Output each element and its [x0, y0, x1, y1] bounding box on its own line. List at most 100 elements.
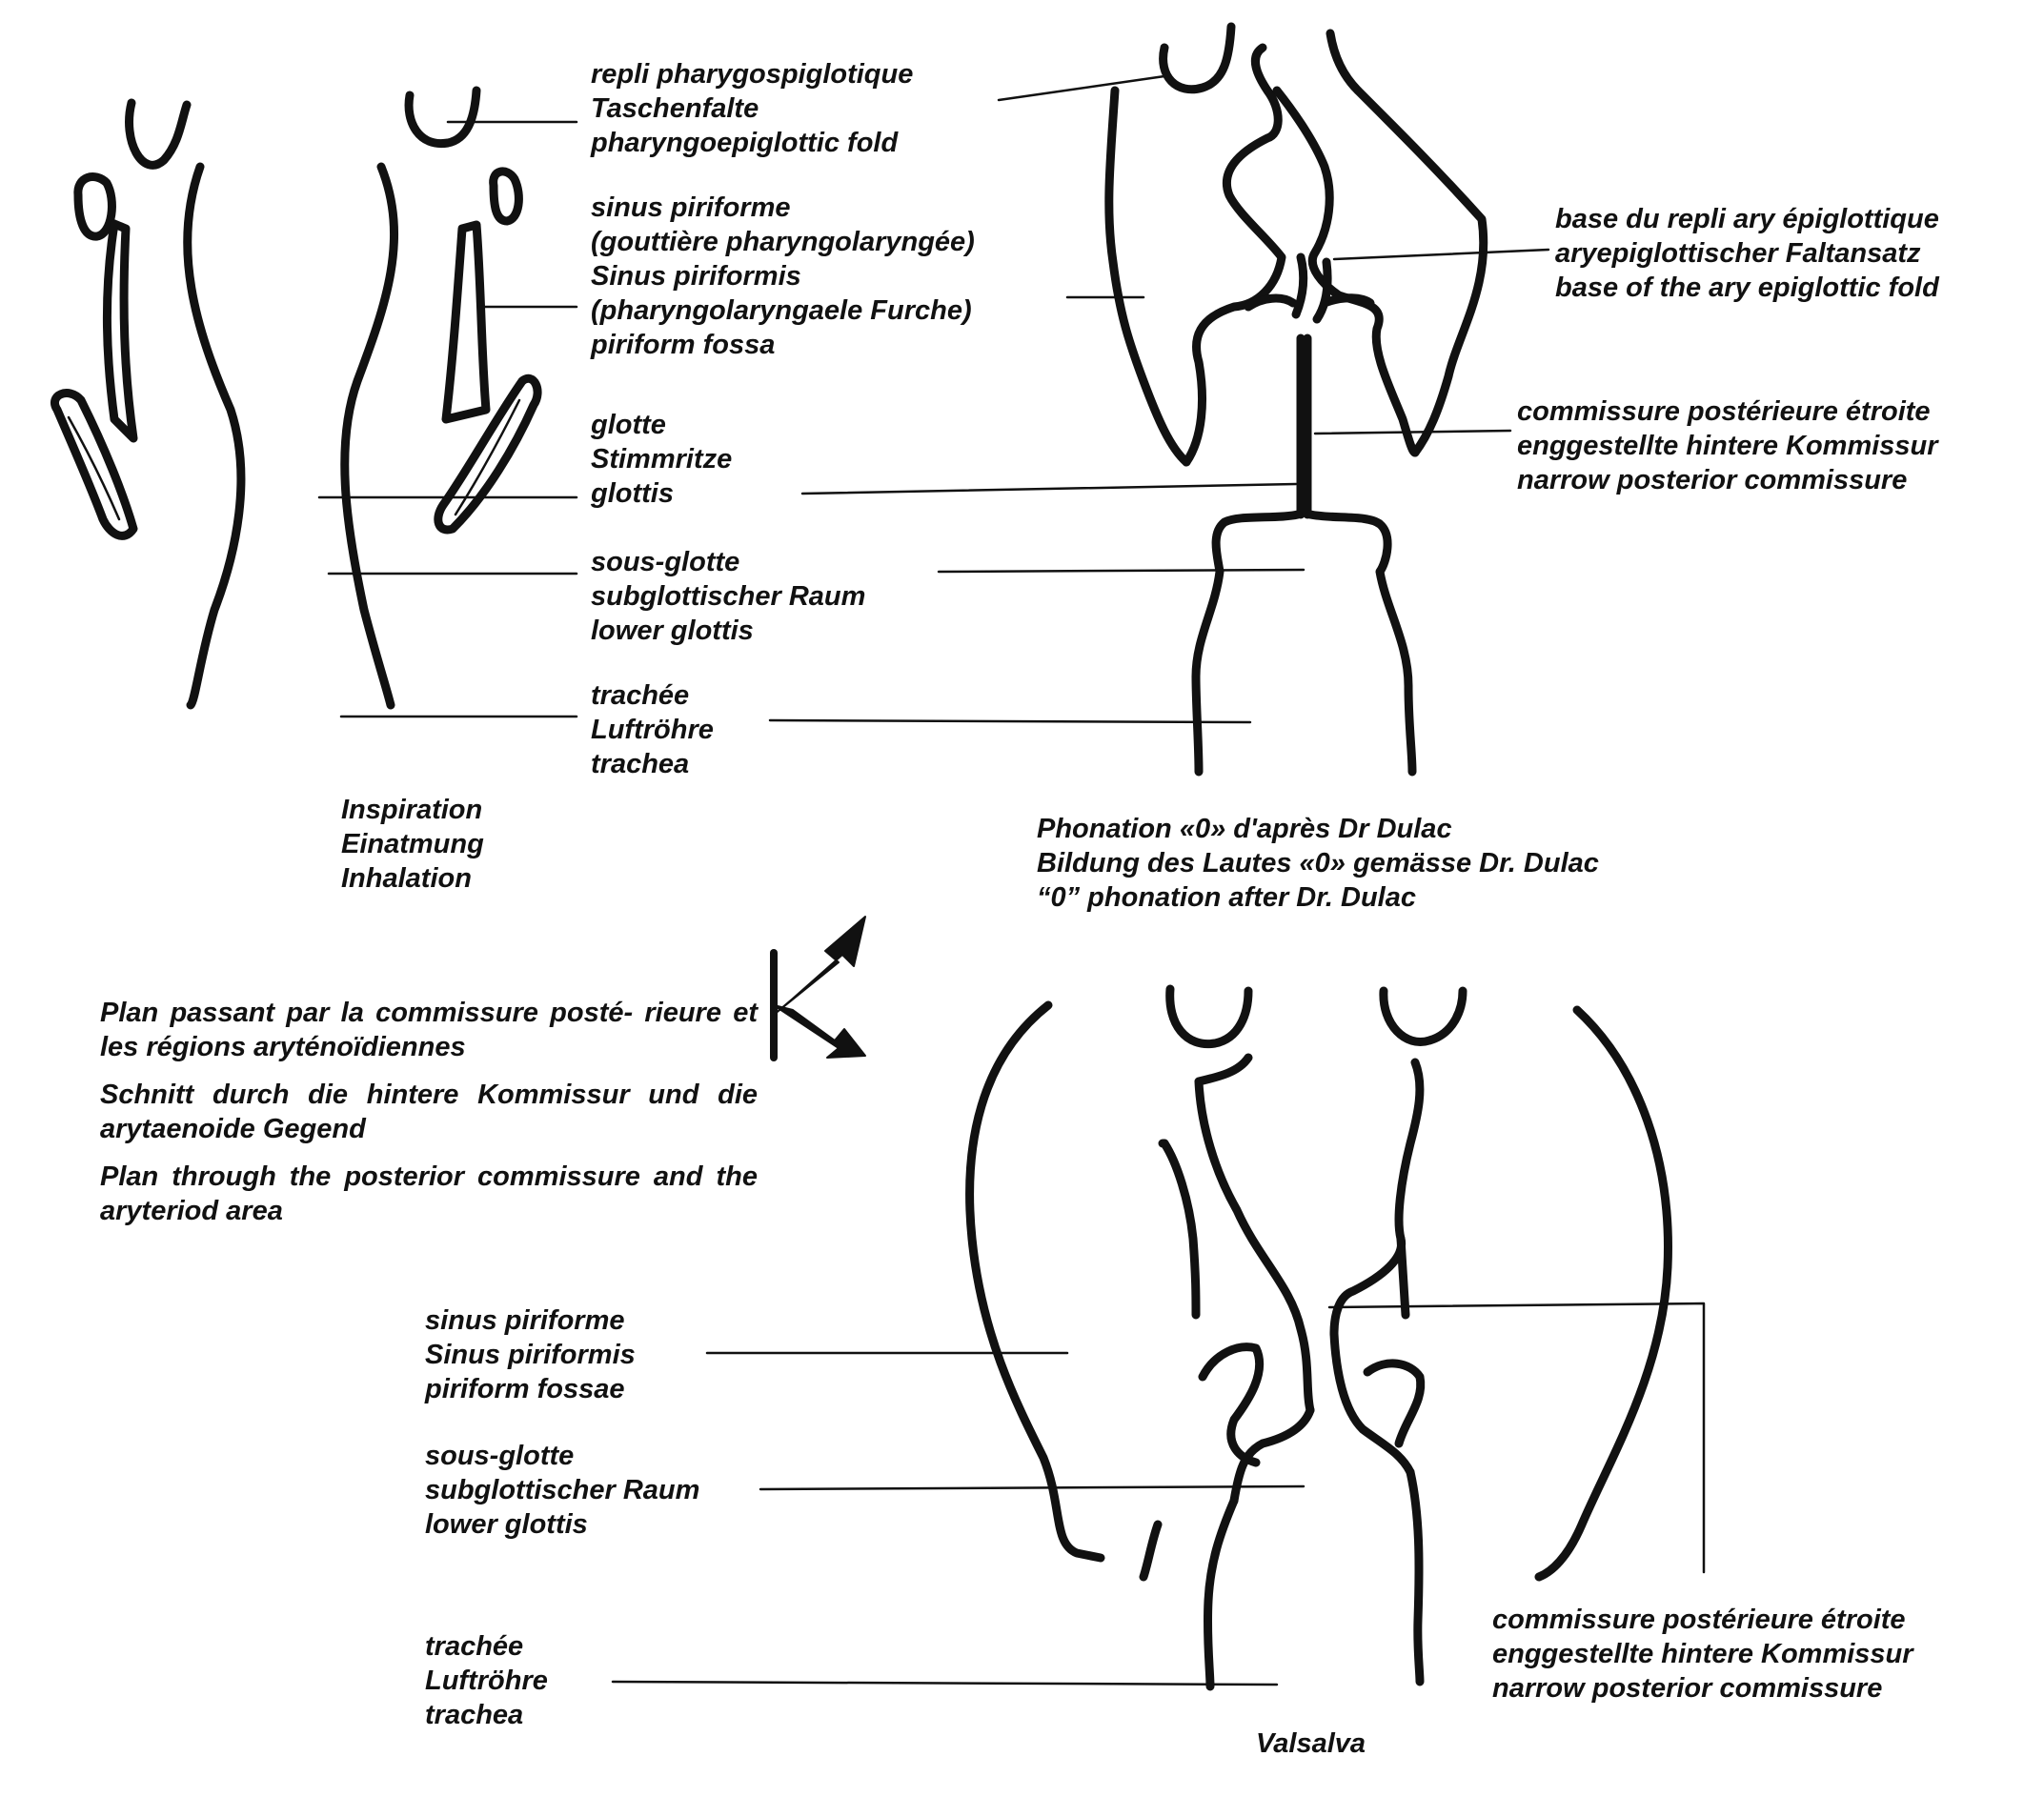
- label-line: subglottischer Raum: [591, 581, 866, 612]
- label-line: base of the ary epiglottic fold: [1555, 273, 1939, 303]
- label-aryepiglottic-fold: base du repli ary épiglottique aryepiglo…: [1555, 202, 1939, 305]
- insp-right-wall: [340, 162, 399, 710]
- vals-left-outer: [965, 1000, 1105, 1563]
- label-line: glotte: [591, 410, 666, 440]
- valsalva-drawing: [611, 984, 1706, 1691]
- insp-left-arytenoid: [51, 389, 138, 540]
- vals-right-outer: [1534, 1005, 1672, 1582]
- phon-left-fold-band: [1244, 293, 1298, 312]
- label-line: repli pharygospiglotique: [591, 59, 914, 90]
- label-line: piriform fossae: [425, 1374, 625, 1404]
- phon-left-inner-outline: [1182, 43, 1286, 467]
- vals-right-upper-inner: [1396, 1234, 1410, 1320]
- phon-subglottis-right: [1305, 510, 1417, 777]
- caption-line: Bildung des Lautes «0» gemässe Dr. Dulac: [1037, 848, 1599, 878]
- label-line: Taschenfalte: [591, 93, 759, 124]
- caption-inspiration: Inspiration Einatmung Inhalation: [341, 793, 484, 896]
- phon-leader-aryepiglottic: [1332, 248, 1550, 261]
- vals-left-short-stroke: [1139, 1520, 1163, 1582]
- phonation-drawing: [768, 22, 1550, 777]
- insp-right-arytenoid-inner: [454, 398, 521, 516]
- vals-left-inner: [1194, 1053, 1315, 1415]
- label-line: lower glottis: [425, 1509, 588, 1540]
- vals-leader-trachea: [611, 1680, 1279, 1686]
- vals-glottis-left: [1229, 1405, 1315, 1505]
- label-line: aryepiglottischer Faltansatz: [1555, 238, 1921, 269]
- caption-line: Valsalva: [1256, 1728, 1366, 1759]
- plan-text-fr: Plan passant par la commissure posté- ri…: [100, 998, 758, 1062]
- phon-left-outer: [1104, 86, 1191, 467]
- label-line: pharyngoepiglottic fold: [591, 128, 899, 158]
- label-line: sous-glotte: [591, 547, 740, 577]
- phon-right-epiglottis: [1326, 29, 1363, 95]
- label-line: sinus piriforme: [591, 192, 791, 223]
- label-glottis: glotte Stimmritze glottis: [591, 408, 732, 511]
- label-piriform-fossa-top: sinus piriforme (gouttière pharyngolaryn…: [591, 191, 975, 362]
- label-line: trachea: [425, 1700, 524, 1730]
- vals-right-epiglottis: [1379, 986, 1467, 1046]
- phon-leader-lower-glottis: [937, 568, 1305, 574]
- label-line: subglottischer Raum: [425, 1475, 700, 1505]
- vals-glottis-right: [1329, 1329, 1415, 1477]
- label-line: piriform fossa: [591, 330, 776, 360]
- insp-left-epiglottis-hook: [125, 98, 192, 170]
- label-line: trachée: [591, 680, 690, 711]
- vals-trachea-right: [1406, 1467, 1425, 1686]
- vals-leader-lower-glottis: [759, 1484, 1305, 1491]
- label-lower-glottis-top: sous-glotte subglottischer Raum lower gl…: [591, 545, 865, 648]
- label-line: narrow posterior commissure: [1492, 1673, 1883, 1704]
- vals-left-vocal-fold: [1160, 1139, 1201, 1320]
- caption-line: Inspiration: [341, 795, 483, 825]
- insp-left-oval: [73, 172, 116, 241]
- arrow-up-right-icon: [773, 916, 866, 1016]
- label-line: trachée: [425, 1631, 524, 1662]
- phon-center-left: [1291, 252, 1308, 319]
- caption-valsalva: Valsalva: [1256, 1726, 1366, 1761]
- label-line: enggestellte hintere Kommissur: [1492, 1639, 1913, 1669]
- label-piriform-fossae-bottom: sinus piriforme Sinus piriformis pirifor…: [425, 1303, 636, 1406]
- phon-left-epiglottis: [1159, 22, 1236, 94]
- plan-description: Plan passant par la commissure posté- ri…: [100, 996, 758, 1242]
- label-line: (gouttière pharyngolaryngée): [591, 227, 975, 257]
- label-commissure-bottom: commissure postérieure étroite enggestel…: [1492, 1603, 1913, 1706]
- caption-line: Inhalation: [341, 863, 472, 894]
- vals-right-small-fold: [1363, 1359, 1426, 1448]
- inspiration-drawing: [51, 86, 578, 718]
- insp-right-epiglottis-hook: [404, 86, 481, 149]
- caption-line: “0” phonation after Dr. Dulac: [1037, 882, 1416, 913]
- vals-leader-commissure: [1327, 1302, 1706, 1574]
- double-arrow-icon: [770, 916, 866, 1061]
- insp-right-arytenoid: [434, 374, 542, 535]
- label-line: sinus piriforme: [425, 1305, 625, 1336]
- vals-left-small-fold: [1198, 1343, 1265, 1467]
- label-commissure-top: commissure postérieure étroite enggestel…: [1517, 394, 1938, 497]
- phon-leader-glottis: [800, 482, 1298, 495]
- phon-leader-trachea: [768, 718, 1252, 724]
- caption-line: Phonation «0» d'après Dr Dulac: [1037, 814, 1452, 844]
- caption-line: Einatmung: [341, 829, 484, 859]
- insp-left-arytenoid-inner: [67, 415, 121, 521]
- phon-leader-fold: [997, 74, 1166, 102]
- label-line: enggestellte hintere Kommissur: [1517, 431, 1938, 461]
- label-line: lower glottis: [591, 616, 754, 646]
- phon-center-right: [1312, 257, 1332, 324]
- phon-right-outer: [1353, 86, 1488, 457]
- label-line: Sinus piriformis: [591, 261, 801, 292]
- label-line: Stimmritze: [591, 444, 733, 474]
- label-line: Luftröhre: [425, 1666, 548, 1696]
- label-line: Luftröhre: [591, 715, 714, 745]
- vals-left-epiglottis: [1165, 984, 1253, 1049]
- label-line: glottis: [591, 478, 674, 509]
- label-line: commissure postérieure étroite: [1517, 396, 1931, 427]
- phon-right-fold-band: [1320, 293, 1375, 308]
- label-line: sous-glotte: [425, 1441, 575, 1471]
- insp-right-fold: [441, 220, 491, 424]
- phon-subglottis-left: [1191, 510, 1303, 777]
- label-line: narrow posterior commissure: [1517, 465, 1908, 495]
- label-trachea-bottom: trachée Luftröhre trachea: [425, 1629, 548, 1732]
- vals-trachea-left: [1203, 1496, 1239, 1691]
- label-line: base du repli ary épiglottique: [1555, 204, 1939, 234]
- plan-text-en: Plan through the posterior commissure an…: [100, 1161, 758, 1226]
